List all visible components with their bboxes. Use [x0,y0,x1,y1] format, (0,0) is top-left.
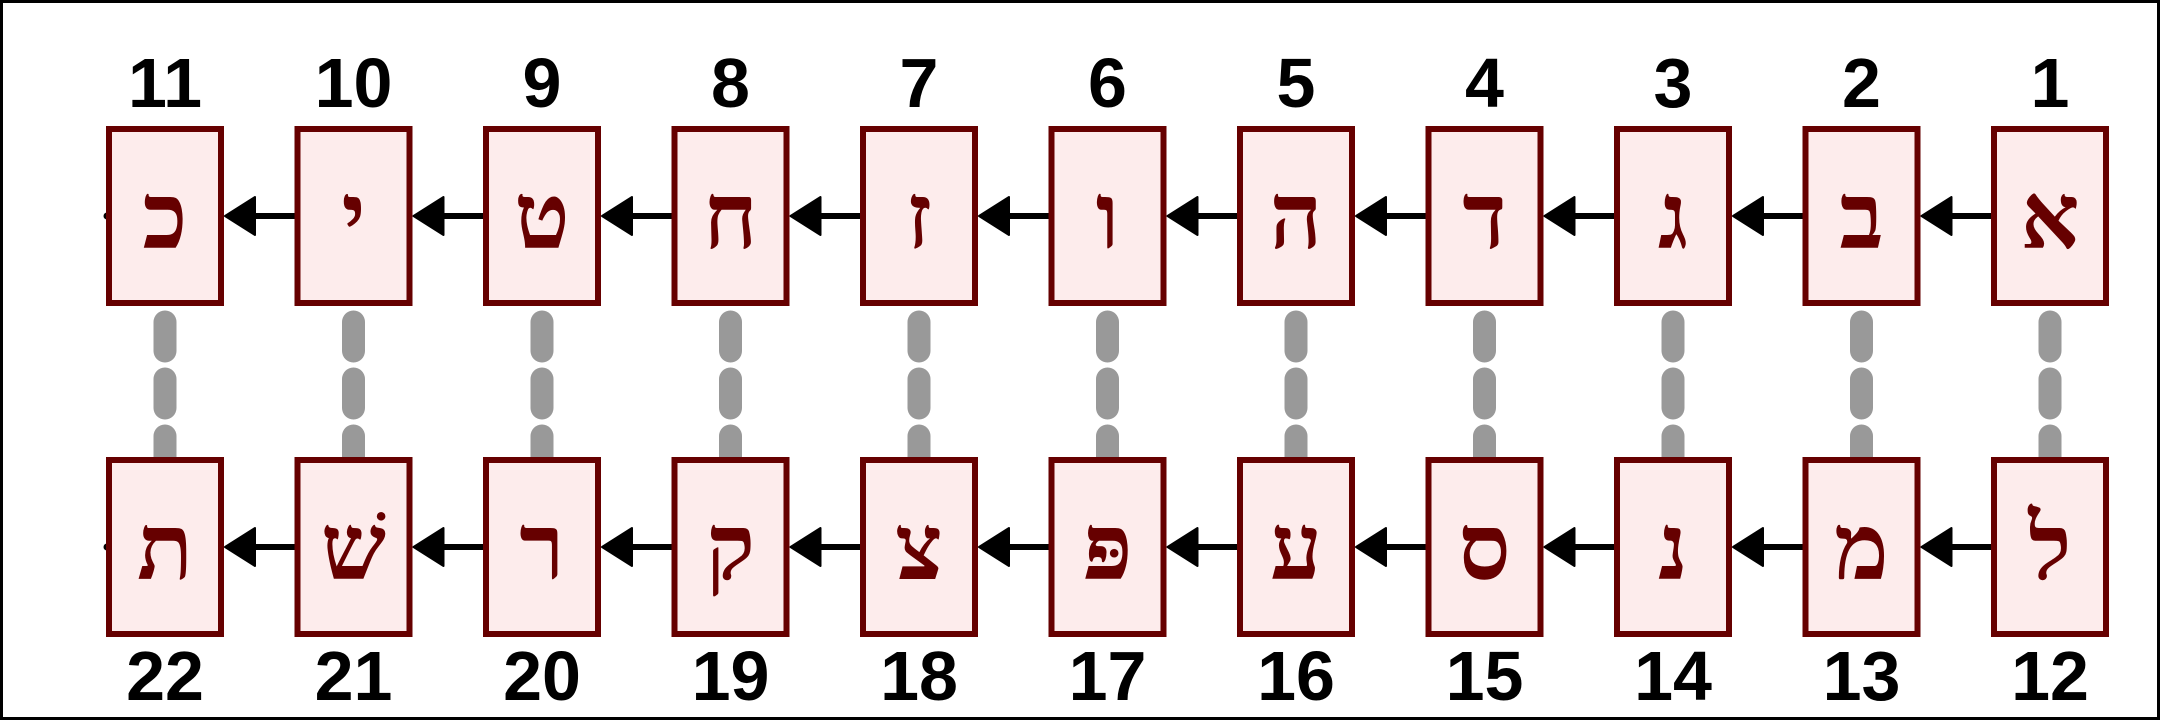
sequence-arrow [1920,196,1995,236]
sequence-arrow [1920,527,1995,567]
sequence-arrow [789,196,864,236]
sequence-arrow [601,196,676,236]
sequence-arrow [412,196,487,236]
letter-box: מ [1802,457,1921,637]
hebrew-letter: ב [1839,162,1883,270]
hebrew-letter: נ [1658,493,1688,601]
sequence-arrow [601,527,676,567]
sequence-arrow [1355,527,1430,567]
position-number: 12 [2011,637,2089,715]
position-number: 13 [1823,637,1901,715]
position-number: 10 [315,44,393,122]
hebrew-letter: ד [1462,162,1506,270]
hebrew-letter: צ [895,493,943,601]
hebrew-letter: ט [514,162,570,270]
hebrew-letter: ק [706,493,755,601]
letter-box: ת [106,457,224,637]
letter-box: ע [1237,457,1355,637]
letter-box: פּ [1048,457,1167,637]
hebrew-letter: ג [1658,162,1688,270]
hebrew-letter: ר [519,493,564,601]
position-number: 9 [523,44,562,122]
letter-box: נ [1614,457,1732,637]
hebrew-letter: ו [1096,162,1120,270]
letter-box: ל [1991,457,2109,637]
position-number: 18 [880,637,958,715]
sequence-arrow [978,527,1053,567]
hebrew-letter: מ [1834,493,1889,601]
hebrew-letter: פּ [1082,493,1132,601]
position-number: 3 [1654,44,1693,122]
position-number: 6 [1088,44,1127,122]
hebrew-letter: ת [137,493,193,601]
letter-box: ג [1614,126,1732,306]
position-number: 22 [126,637,204,715]
letter-box: ב [1802,126,1921,306]
letter-box: ר [483,457,601,637]
hebrew-letter: ה [1270,162,1323,270]
letter-box: כ [106,126,224,306]
sequence-arrow [789,527,864,567]
sequence-arrow [1543,527,1618,567]
connectors-layer [153,310,2062,479]
sequence-arrow [412,527,487,567]
sequence-arrow [1732,196,1807,236]
letter-box: ט [483,126,601,306]
sequence-arrow [1355,196,1430,236]
hebrew-letter: כ [143,162,188,270]
hebrew-letter: י [341,162,365,270]
letter-box: שׁ [294,457,413,637]
sequence-arrow [1732,527,1807,567]
hebrew-letter: ז [906,162,932,270]
position-number: 5 [1277,44,1316,122]
position-number: 15 [1446,637,1524,715]
letter-box: ק [671,457,790,637]
hebrew-letter: ל [2027,493,2071,601]
position-number: 1 [2031,44,2070,122]
position-number: 16 [1257,637,1335,715]
position-number: 8 [711,44,750,122]
hebrew-letter: א [2020,162,2079,270]
letter-box: ס [1425,457,1544,637]
sequence-arrow [1166,196,1241,236]
position-number: 2 [1842,44,1881,122]
letter-box: ו [1048,126,1167,306]
position-number: 4 [1465,44,1504,122]
sequence-arrow [1543,196,1618,236]
letter-box: ז [860,126,978,306]
letter-box: ח [671,126,790,306]
position-number: 14 [1634,637,1712,715]
hebrew-letter: ע [1270,493,1322,601]
letter-box: ה [1237,126,1355,306]
letter-box: ד [1425,126,1544,306]
letter-box: א [1991,126,2109,306]
letter-box: י [294,126,413,306]
sequence-arrow [1166,527,1241,567]
position-number: 19 [692,637,770,715]
hebrew-letter: ח [703,162,757,270]
hebrew-letter: ס [1458,493,1510,601]
letter-box: צ [860,457,978,637]
position-number: 7 [900,44,939,122]
sequence-arrow [224,196,299,236]
boxes-layer: א ב ג ד ה ו ז ח ט י כ ל מ נ ס ע פּ צ ק ר שׁ ת [106,126,2109,637]
position-number: 20 [503,637,581,715]
sequence-arrow [224,527,299,567]
arrows-layer [103,196,1995,567]
position-number: 11 [128,44,202,122]
hebrew-letter: שׁ [321,493,386,601]
sequence-arrow [978,196,1053,236]
position-number: 17 [1069,637,1147,715]
position-number: 21 [315,637,393,715]
